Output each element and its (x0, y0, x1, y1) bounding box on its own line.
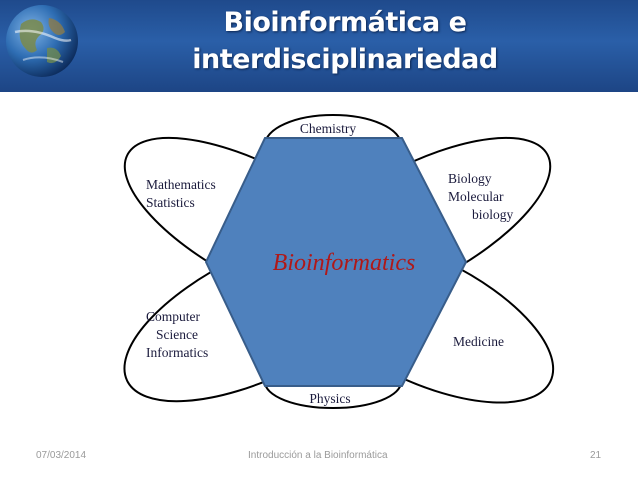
biology-label-1: Biology (448, 171, 492, 186)
title-line-2: interdisciplinariedad (192, 44, 498, 75)
footer-page-number: 21 (590, 450, 602, 461)
biology-label-3: biology (472, 207, 514, 222)
chemistry-label: Chemistry (300, 121, 356, 136)
bioinformatics-hexagon (204, 137, 468, 387)
title-bar (0, 0, 638, 92)
footer-date: 07/03/2014 (36, 450, 87, 461)
physics-label: Physics (309, 391, 350, 406)
biology-label-2: Molecular (448, 189, 504, 204)
cs-label-1: Computer (146, 309, 200, 324)
title-line-1: Bioinformática e (223, 7, 467, 38)
footer-course: Introducción a la Bioinformática (248, 450, 388, 461)
medicine-label: Medicine (453, 334, 504, 349)
math-label-2: Statistics (146, 195, 195, 210)
earth-globe-icon (6, 5, 78, 77)
center-label: Bioinformatics (273, 250, 416, 276)
slide-title: Bioinformática e interdisciplinariedad (180, 4, 510, 78)
math-label-1: Mathematics (146, 177, 216, 192)
cs-label-3: Informatics (146, 345, 208, 360)
cs-label-2: Science (156, 327, 198, 342)
